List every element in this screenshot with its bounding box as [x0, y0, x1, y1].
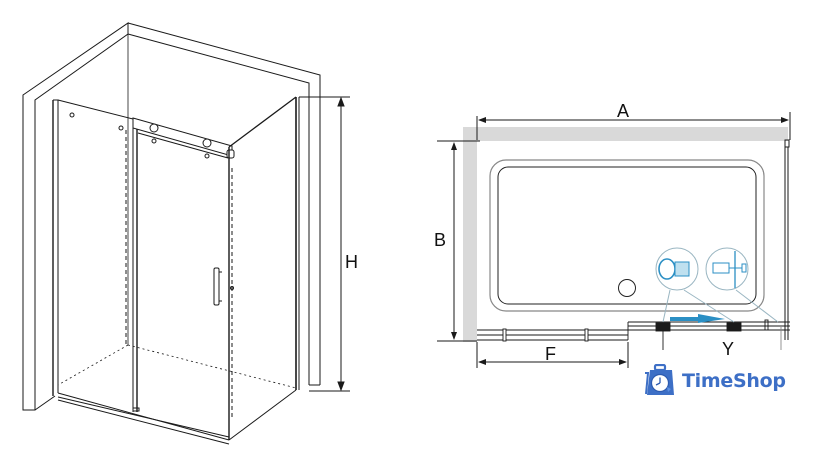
drain-icon: [618, 279, 636, 297]
side-panel-plan: [784, 139, 790, 340]
shower-tray-outline: [57, 344, 297, 389]
slide-direction-arrow: [670, 314, 725, 323]
door-opening-dimension: [476, 342, 629, 368]
plan-view: [437, 112, 791, 368]
logo-text: TimeShop: [682, 370, 786, 392]
left-wall: [22, 22, 129, 411]
door-rails: [477, 319, 790, 350]
roller-detail: [655, 247, 735, 323]
top-rail: [132, 117, 235, 159]
bottom-track: [57, 392, 230, 445]
depth-label: B: [434, 230, 446, 250]
width-label: A: [617, 101, 629, 121]
stopper-detail: [705, 247, 779, 323]
back-wall-section: [463, 127, 788, 141]
back-wall: [127, 22, 321, 386]
detail-label: Y: [722, 339, 734, 359]
isometric-view: [22, 22, 350, 445]
width-dimension: [476, 112, 791, 140]
height-label: H: [345, 252, 358, 272]
depth-dimension: [437, 140, 480, 342]
sliding-door: [57, 99, 140, 412]
fixed-glass-panel: [52, 99, 127, 396]
side-wall-section: [463, 127, 477, 342]
shower-tray: [489, 159, 765, 312]
door-opening-label: F: [545, 344, 556, 364]
clock-briefcase-icon: [645, 364, 674, 395]
side-panel: [228, 96, 300, 441]
timeshop-logo: TimeShop: [644, 364, 786, 398]
door-handle: [213, 267, 222, 306]
height-dimension: [299, 96, 350, 392]
